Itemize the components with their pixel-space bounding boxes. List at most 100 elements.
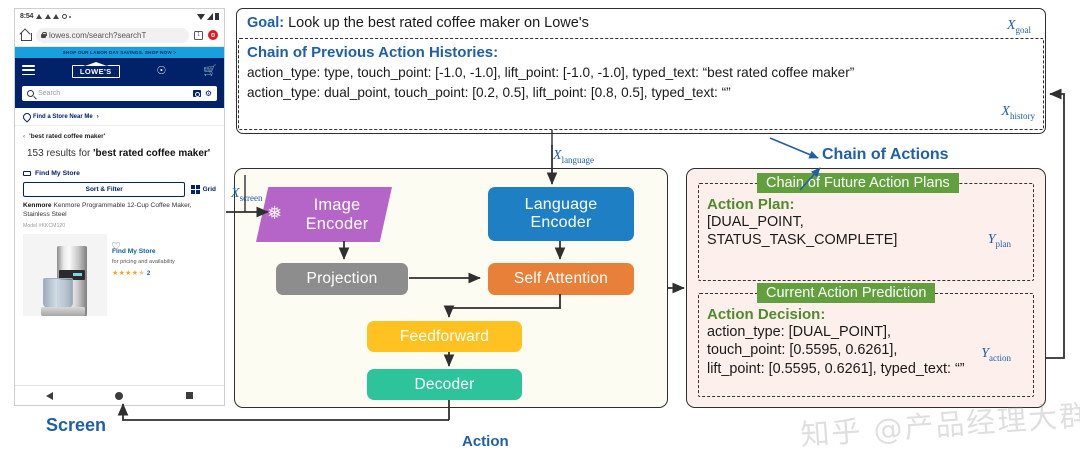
store-tag-icon <box>23 170 31 177</box>
action-plan-heading: Action Plan: <box>707 196 795 213</box>
grid-view-button[interactable]: Grid <box>191 185 216 194</box>
account-icon[interactable]: ☉ <box>156 65 167 77</box>
profile-avatar[interactable]: o <box>208 30 218 40</box>
rating-stars[interactable]: ★★★★★2 <box>112 269 175 277</box>
recents-button-icon[interactable] <box>185 392 193 399</box>
lock-icon <box>41 32 47 38</box>
breadcrumb-label: 'best rated coffee maker' <box>29 133 106 140</box>
action-decision-heading: Action Decision: <box>707 306 826 323</box>
tab-count-button[interactable]: 1 <box>194 30 203 40</box>
x-goal-subscript: goal <box>1015 24 1032 35</box>
home-button-icon[interactable] <box>115 391 124 400</box>
node-image-encoder: ❅ Image Encoder <box>256 187 392 242</box>
product-row: ♡ Find My Store for pricing and availabi… <box>15 229 224 316</box>
barcode-scan-icon[interactable]: ⚙ <box>204 89 212 98</box>
product-title[interactable]: Kenmore Kenmore Programmable 12-Cup Coff… <box>15 202 224 220</box>
action-plan-line: STATUS_TASK_COMPLETE] <box>707 232 898 249</box>
grid-icon <box>191 185 200 194</box>
find-my-store-link[interactable]: Find My Store <box>15 167 224 182</box>
wifi-icon <box>197 13 205 20</box>
action-plan-line: [DUAL_POINT, <box>707 214 804 230</box>
goal-text: Look up the best rated coffee maker on L… <box>284 15 589 31</box>
product-find-my-store[interactable]: Find My Store <box>112 247 156 255</box>
status-time: 8:54 <box>20 13 34 20</box>
promo-banner[interactable]: SHOP OUR LABOR DAY SAVINGS. SHOP NOW > <box>15 47 224 58</box>
sort-grid-row: Sort & Filter Grid <box>15 182 224 202</box>
image-encoder-line2: Encoder <box>305 214 369 233</box>
language-encoder-line2: Encoder <box>530 214 592 231</box>
warning-triangle-icon <box>36 14 43 19</box>
stars-glyph: ★★★★ <box>112 269 139 277</box>
favorite-heart-icon[interactable]: ♡ <box>111 240 121 253</box>
goal-line: Goal: Look up the best rated coffee make… <box>247 15 1035 37</box>
results-query: 'best rated coffee maker' <box>93 148 211 159</box>
node-decoder: Decoder <box>367 369 522 400</box>
product-name: Kenmore Programmable 12-Cup Coffee Maker… <box>23 202 192 218</box>
y-action-subscript: action <box>989 352 1011 363</box>
search-icon <box>27 90 34 97</box>
x-language-subscript: language <box>561 154 595 165</box>
product-model: Model #KKCM120 <box>23 222 66 229</box>
android-nav-bar <box>15 385 224 405</box>
x-history-symbol: X <box>1001 104 1010 120</box>
x-language-variable: Xlanguage <box>553 148 594 165</box>
coffee-maker-illustration <box>39 245 91 316</box>
dot-icon <box>69 15 72 18</box>
action-output-panel: Chain of Future Action Plans Action Plan… <box>686 168 1046 408</box>
x-screen-subscript: screen <box>239 192 263 203</box>
breadcrumb[interactable]: ‹ 'best rated coffee maker' <box>15 126 224 144</box>
site-search-input[interactable]: Search ⚙ <box>22 86 217 101</box>
current-action-tag: Current Action Prediction <box>757 283 936 303</box>
product-image[interactable]: ♡ <box>23 233 121 316</box>
history-line: action_type: dual_point, touch_point: [0… <box>247 84 731 100</box>
model-architecture-box: ❅ Image Encoder Language Encoder Project… <box>234 168 668 408</box>
store-locator-row[interactable]: Find a Store Near Me › <box>15 108 224 126</box>
y-plan-symbol: Y <box>987 232 996 247</box>
x-goal-variable: Xgoal <box>1007 18 1031 35</box>
status-icon-group <box>36 14 72 19</box>
browser-url-bar[interactable]: lowes.com/search?searchT 1 o <box>15 24 224 47</box>
y-plan-subscript: plan <box>995 238 1012 249</box>
snowflake-icon: ❅ <box>267 203 283 223</box>
action-decision-line: action_type: [DUAL_POINT], <box>707 324 891 340</box>
warning-triangle-icon <box>53 14 60 19</box>
screen-label: Screen <box>46 415 107 435</box>
image-encoder-label: Image Encoder <box>306 196 369 233</box>
grid-label: Grid <box>202 186 216 193</box>
future-plans-tag: Chain of Future Action Plans <box>757 173 959 193</box>
find-my-store-label: Find My Store <box>35 170 80 177</box>
battery-icon <box>215 13 219 20</box>
current-action-prediction-section: Current Action Prediction Action Decisio… <box>698 283 1034 397</box>
goal-label: Goal: <box>247 15 285 31</box>
x-history-variable: Xhistory <box>1001 104 1035 121</box>
action-history-box: Chain of Previous Action Histories: acti… <box>238 38 1044 130</box>
status-bar: 8:54 <box>15 9 224 24</box>
history-line: action_type: type, touch_point: [-1.0, -… <box>247 65 855 80</box>
lowes-logo[interactable]: LOWE'S <box>71 65 120 78</box>
x-screen-symbol: X <box>231 186 240 201</box>
warning-triangle-icon <box>44 14 51 19</box>
y-action-variable: Yaction <box>981 346 1011 363</box>
url-text: lowes.com/search?searchT <box>49 30 147 40</box>
sort-filter-button[interactable]: Sort & Filter <box>23 182 186 197</box>
camera-icon[interactable] <box>192 90 201 97</box>
url-input[interactable]: lowes.com/search?searchT <box>36 27 189 43</box>
hamburger-menu-icon[interactable] <box>22 64 35 78</box>
history-title: Chain of Previous Action Histories: <box>247 44 499 61</box>
y-action-symbol: Y <box>981 346 989 361</box>
store-locator-label: Find a Store Near Me <box>33 113 93 120</box>
node-feedforward: Feedforward <box>367 321 522 352</box>
language-encoder-label: Language Encoder <box>525 196 598 232</box>
future-action-plans-section: Chain of Future Action Plans Action Plan… <box>698 173 1034 281</box>
home-icon[interactable] <box>21 30 32 41</box>
results-heading: 153 results for 'best rated coffee maker… <box>15 144 224 167</box>
cart-icon[interactable]: 🛒 <box>203 65 217 77</box>
back-chevron-icon[interactable]: ‹ <box>23 133 26 140</box>
phone-screenshot: 8:54 lowes.com/search?searchT 1 o SHOP O… <box>14 8 225 406</box>
x-screen-variable: Xscreen <box>231 186 263 203</box>
location-pin-icon <box>23 113 29 121</box>
action-decision-line: lift_point: [0.5595, 0.6261], typed_text… <box>707 360 965 377</box>
signal-icon <box>207 13 213 20</box>
node-self-attention: Self Attention <box>488 263 634 295</box>
back-button-icon[interactable] <box>46 391 54 400</box>
